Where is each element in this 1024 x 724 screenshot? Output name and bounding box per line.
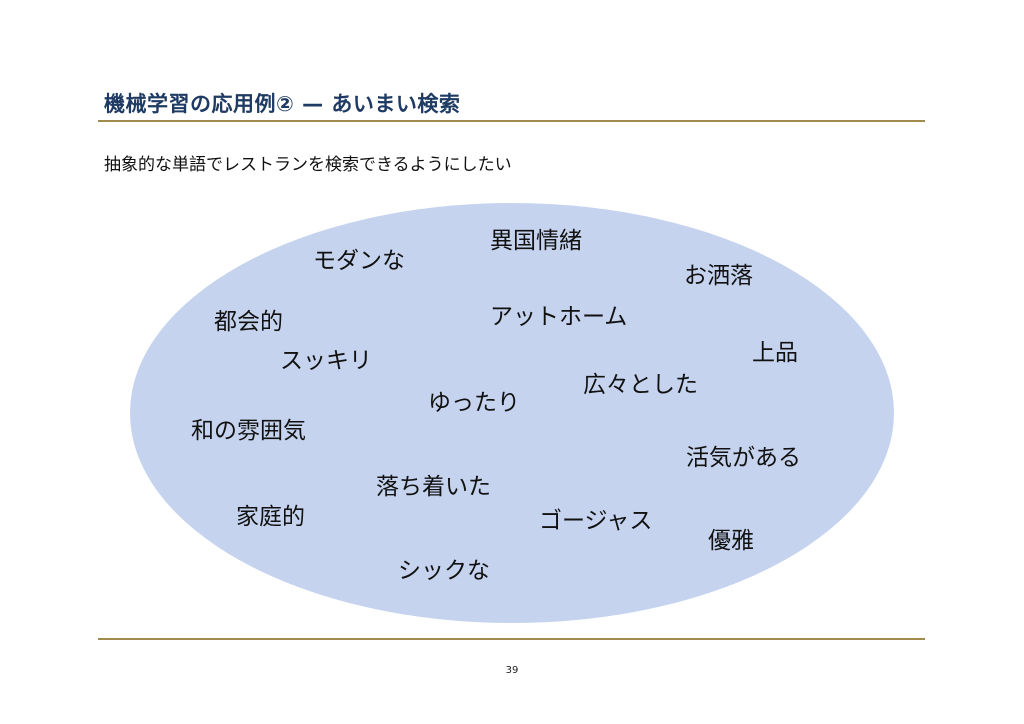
title-divider [98,120,925,122]
term-sukkiri: スッキリ [280,348,372,374]
page-number: 39 [505,665,519,676]
term-chic: シックな [398,558,490,584]
term-johin: 上品 [752,340,798,366]
term-at-home: アットホーム [490,304,628,330]
term-wa-no-funiki: 和の雰囲気 [191,418,306,444]
term-kakki-ga-aru: 活気がある [686,445,801,471]
term-yuttari: ゆったり [428,390,520,416]
term-tokaiteki: 都会的 [214,309,283,335]
term-ochitsuita: 落ち着いた [376,474,491,500]
term-cloud-ellipse [130,203,894,623]
term-yuga: 優雅 [708,528,754,554]
term-oshare: お洒落 [684,263,753,289]
footer-divider [98,638,925,640]
term-hirobiro: 広々とした [583,372,698,398]
term-modern: モダンな [313,248,405,274]
term-kateiteki: 家庭的 [236,504,305,530]
slide-subtitle: 抽象的な単語でレストランを検索できるようにしたい [104,155,512,175]
term-gorgeous: ゴージャス [539,508,653,534]
term-ikoku-jocho: 異国情緒 [490,228,582,254]
slide-title: 機械学習の応用例② — あいまい検索 [104,92,461,116]
